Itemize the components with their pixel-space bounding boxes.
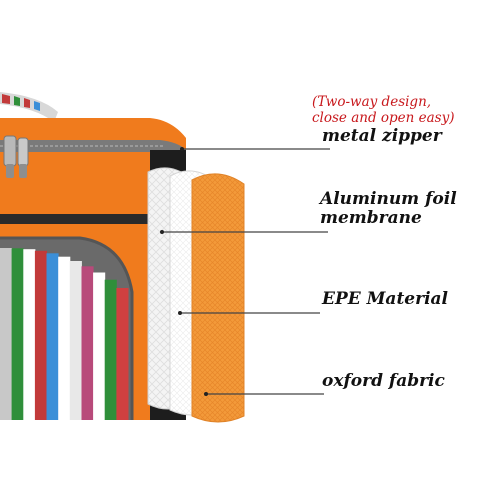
material-layers bbox=[147, 167, 245, 423]
aluminum-foil-label-line-1: Aluminum foil bbox=[320, 189, 457, 209]
two-way-design-note: (Two-way design, close and open easy) bbox=[312, 94, 455, 127]
pocket-stripe bbox=[11, 248, 24, 420]
pocket-stripe bbox=[0, 248, 13, 420]
aluminum-foil-label: Aluminum foil membrane bbox=[320, 189, 457, 229]
oxford-fabric-label: oxford fabric bbox=[322, 371, 445, 391]
note-line-1: (Two-way design, bbox=[312, 94, 432, 110]
pocket-stripe bbox=[58, 256, 71, 420]
pocket-stripe bbox=[46, 253, 59, 420]
pocket-stripe bbox=[23, 249, 36, 420]
zipper-puller-icon bbox=[3, 135, 29, 178]
pocket-stripe bbox=[116, 288, 129, 420]
pocket-stripe bbox=[104, 279, 117, 420]
leader-dots bbox=[160, 147, 208, 396]
striped-pocket bbox=[0, 248, 129, 420]
metal-zipper-label: metal zipper bbox=[322, 126, 442, 146]
pocket-stripe bbox=[93, 272, 106, 420]
pocket-stripe bbox=[69, 261, 82, 420]
note-line-2: close and open easy) bbox=[312, 109, 455, 126]
bag-handle bbox=[0, 92, 58, 122]
pocket-stripe bbox=[34, 250, 47, 420]
oxford-fabric-layer bbox=[191, 173, 245, 423]
epe-material-label: EPE Material bbox=[322, 289, 449, 309]
aluminum-foil-label-line-2: membrane bbox=[320, 208, 422, 229]
leader-lines bbox=[162, 148, 330, 395]
pocket-stripe bbox=[81, 266, 94, 420]
